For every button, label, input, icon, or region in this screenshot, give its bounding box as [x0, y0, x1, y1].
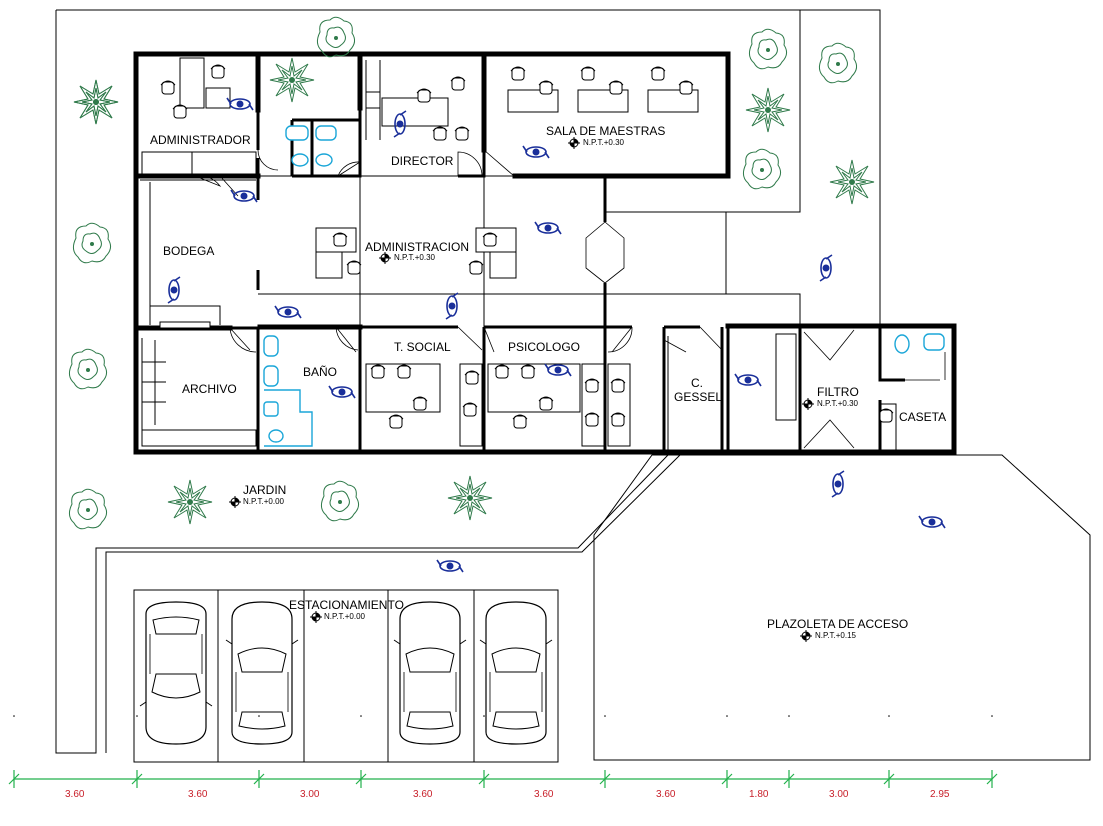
area-label-estacionamiento: ESTACIONAMIENTO: [289, 598, 404, 612]
room-label-bano: BAÑO: [303, 365, 338, 379]
level-plazoleta: N.P.T.+0.15: [815, 631, 856, 640]
exterior-walls: [133, 51, 957, 455]
dimension-text: 3.00: [300, 789, 320, 800]
furniture: [159, 57, 699, 329]
room-label-caseta: CASETA: [899, 410, 947, 424]
sanitary-fixtures: [263, 125, 945, 447]
room-label-director: DIRECTOR: [391, 154, 454, 168]
level-sala-maestras: N.P.T.+0.30: [583, 138, 624, 147]
dimension-text: 3.60: [413, 789, 433, 800]
interior-walls: [134, 108, 905, 452]
dimension-text: 1.80: [749, 789, 769, 800]
area-label-plazoleta: PLAZOLETA DE ACCESO: [767, 617, 909, 631]
room-label-sala-maestras: SALA DE MAESTRAS: [546, 124, 666, 138]
dimension-text: 3.00: [829, 789, 849, 800]
site-boundary: [55, 9, 1091, 761]
parking: [133, 589, 559, 763]
room-label-c-gessel-1: C.: [691, 376, 703, 390]
thin-lines: [140, 60, 897, 451]
dimension-text: 3.60: [65, 789, 85, 800]
grid-dots: [13, 715, 993, 717]
area-label-jardin: JARDIN: [243, 483, 287, 497]
level-jardin: N.P.T.+0.00: [243, 497, 284, 506]
dimension-line: [8, 770, 998, 788]
dimension-text: 2.95: [930, 789, 950, 800]
people: [167, 97, 946, 573]
dimension-text: 3.60: [534, 789, 554, 800]
dimension-text: 3.60: [656, 789, 676, 800]
room-label-psicologo: PSICOLOGO: [508, 340, 581, 354]
level-administracion: N.P.T.+0.30: [394, 253, 435, 262]
room-label-administrador: ADMINISTRADOR: [150, 133, 251, 147]
cars: [139, 601, 553, 745]
room-label-c-gessel-2: GESSEL: [674, 390, 723, 404]
dimension-text: 3.60: [188, 789, 208, 800]
room-label-bodega: BODEGA: [163, 244, 215, 258]
room-label-filtro: FILTRO: [817, 385, 859, 399]
level-estacionamiento: N.P.T.+0.00: [324, 612, 365, 621]
room-label-administracion: ADMINISTRACION: [365, 240, 470, 254]
room-label-t-social: T. SOCIAL: [394, 340, 451, 354]
level-filtro: N.P.T.+0.30: [817, 399, 858, 408]
doors: [194, 149, 946, 449]
room-label-archivo: ARCHIVO: [182, 382, 237, 396]
